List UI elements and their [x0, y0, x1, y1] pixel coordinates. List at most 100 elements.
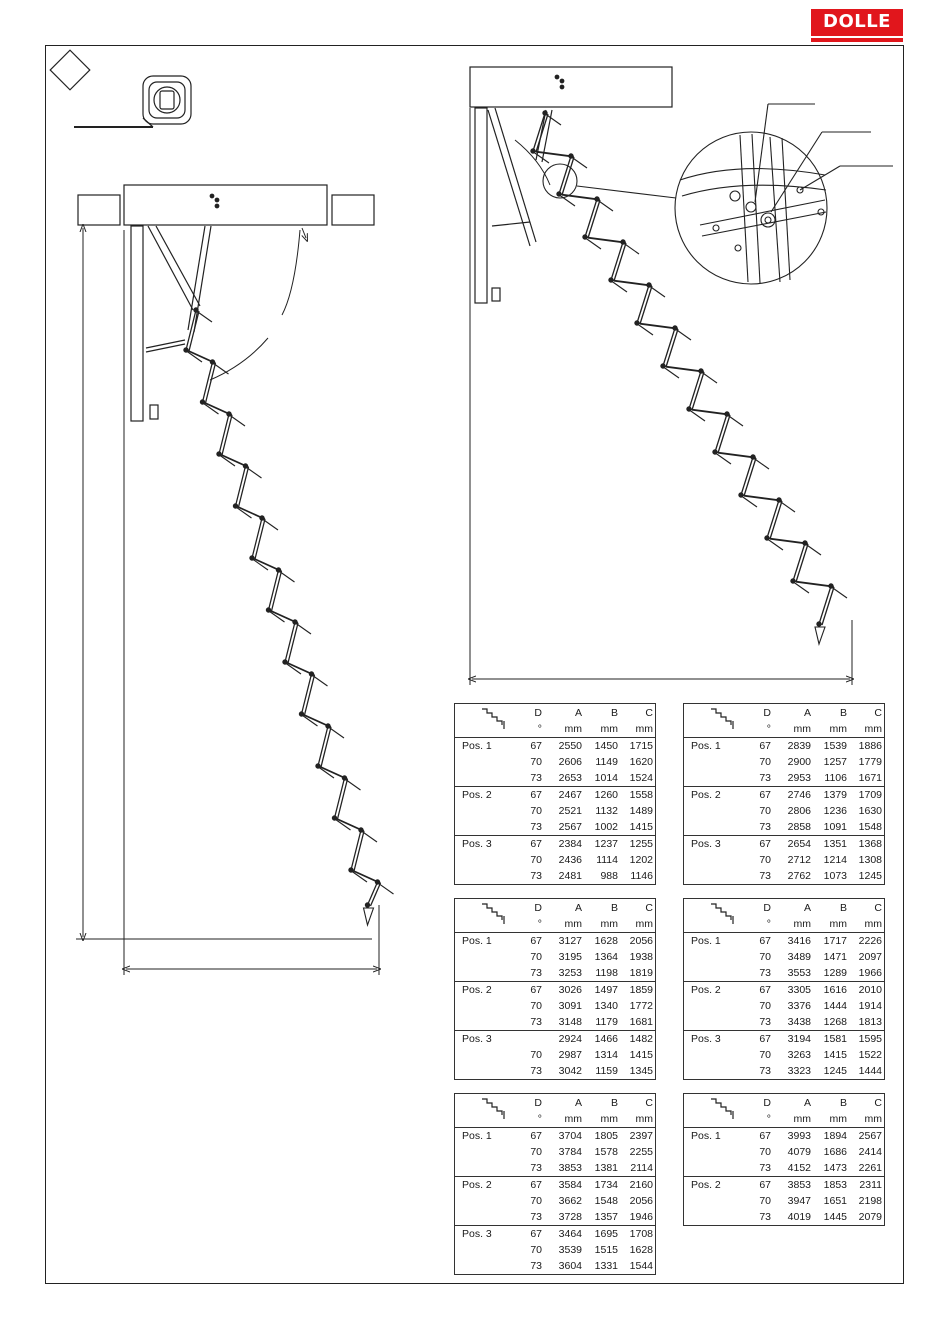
ladder-segment [317, 723, 345, 768]
position-label [684, 1047, 744, 1063]
position-label: Pos. 2 [454, 1176, 514, 1193]
table-cell: 2414 [858, 1146, 882, 1158]
position-label [455, 819, 515, 836]
table-cell: 3539 [558, 1244, 582, 1256]
position-label [455, 852, 515, 868]
table-cell: 1734 [582, 1176, 618, 1193]
position-label: Pos. 2 [454, 786, 514, 803]
ladder-segment [333, 775, 361, 820]
table-cell: 70 [530, 1049, 542, 1061]
position-label [455, 868, 515, 885]
column-header: C [874, 901, 882, 914]
table-cell: 70 [759, 1000, 771, 1012]
table-cell: 3853 [771, 1176, 811, 1193]
table-cell: 1695 [582, 1225, 618, 1242]
table-cell: 73 [530, 870, 542, 882]
ladder-segment [610, 239, 640, 282]
column-unit: ° [766, 1113, 771, 1125]
table-cell: 2311 [847, 1176, 885, 1193]
table-cell: 1681 [629, 1016, 653, 1028]
table-cell: 67 [514, 932, 542, 949]
table-cell: 70 [530, 1000, 542, 1012]
diamond-icon [49, 49, 91, 91]
table-cell: 4019 [787, 1211, 811, 1223]
dimension-lines-right [470, 108, 852, 685]
table-cell: 2160 [618, 1176, 656, 1193]
table-cell: 3323 [787, 1065, 811, 1077]
table-cell: 1620 [629, 756, 653, 768]
table-cell: 2467 [542, 786, 582, 803]
stair-step-icon [711, 1098, 734, 1119]
table-cell: 2654 [771, 835, 811, 852]
column-unit: mm [600, 1113, 619, 1125]
table-cell: 3026 [542, 981, 582, 998]
logo-underline [811, 36, 903, 38]
column-header: D [763, 901, 771, 914]
table-cell: 1245 [858, 870, 882, 882]
table-cell: 73 [530, 821, 542, 833]
table-cell: 70 [530, 756, 542, 768]
table-cell: 1544 [629, 1260, 653, 1272]
position-label [684, 998, 744, 1014]
table-cell: 67 [514, 1127, 542, 1144]
ladder-segment [267, 567, 295, 612]
stair-step-icon [711, 708, 734, 729]
table-cell: 3553 [787, 967, 811, 979]
column-header: A [803, 1096, 811, 1109]
column-header: B [839, 706, 847, 719]
position-label: Pos. 3 [454, 1030, 514, 1047]
ladder-segment [558, 153, 588, 196]
table-cell: 1368 [847, 835, 885, 852]
ladder-segment [818, 583, 848, 626]
table-cell: 1548 [594, 1195, 618, 1207]
table-cell: 1595 [847, 1030, 885, 1047]
table-cell: 2384 [542, 835, 582, 852]
ladder-segment [366, 879, 394, 907]
table-cell: 70 [759, 951, 771, 963]
table-cell: 1255 [618, 835, 656, 852]
table-cell: 3305 [771, 981, 811, 998]
table-cell: 3091 [558, 1000, 582, 1012]
position-label: Pos. 2 [454, 981, 514, 998]
table-cell: 2606 [558, 756, 582, 768]
table-cell: 70 [530, 1195, 542, 1207]
table-cell: 73 [759, 772, 771, 784]
table-cell: 70 [530, 805, 542, 817]
table-cell: 2762 [787, 870, 811, 882]
position-label [455, 1242, 515, 1258]
table-cell: 1357 [594, 1211, 618, 1223]
table-cell: 1002 [594, 821, 618, 833]
ladder-segment [218, 411, 246, 456]
table-cell: 73 [530, 1016, 542, 1028]
table-cell: 1938 [629, 951, 653, 963]
column-header: C [645, 1096, 653, 1109]
table-cell: 70 [759, 756, 771, 768]
column-unit: mm [564, 1113, 583, 1125]
table-cell: 1578 [594, 1146, 618, 1158]
table-cell: 1813 [858, 1016, 882, 1028]
table-cell: 2010 [847, 981, 885, 998]
column-header: B [610, 706, 618, 719]
table-cell: 1345 [629, 1065, 653, 1077]
position-label: Pos. 1 [454, 932, 514, 949]
table-cell: 3253 [558, 967, 582, 979]
table-cell: 1091 [823, 821, 847, 833]
table-cell: 2550 [542, 737, 582, 754]
table-cell: 1805 [582, 1127, 618, 1144]
ladder-segment [201, 359, 229, 404]
table-cell: 67 [743, 1030, 771, 1047]
table-cell: 1014 [594, 772, 618, 784]
table-cell: 1381 [594, 1162, 618, 1174]
